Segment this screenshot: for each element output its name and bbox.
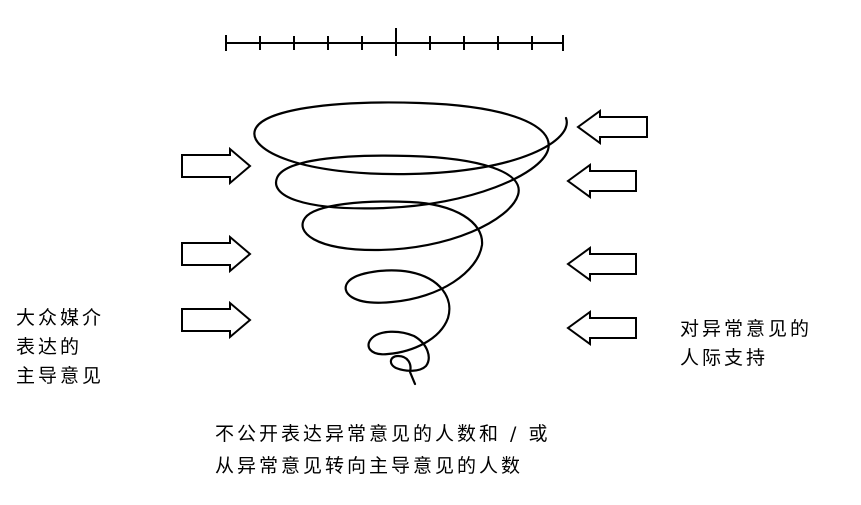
arrow-left-icon (566, 246, 637, 282)
label-line: 主导意见 (16, 365, 105, 387)
silent-minority-count-label: 不公开表达异常意见的人数和 / 或 从异常意见转向主导意见的人数 (215, 418, 550, 482)
arrow-right-icon (181, 146, 252, 186)
arrow-right-icon (181, 300, 252, 340)
mass-media-dominant-opinion-label: 大众媒介 表达的 主导意见 (16, 304, 104, 391)
label-line: 对异常意见的 (680, 318, 813, 340)
label-line: 人际支持 (680, 347, 769, 369)
interpersonal-support-label: 对异常意见的 人际支持 (680, 315, 812, 373)
label-line: 从异常意见转向主导意见的人数 (215, 455, 524, 477)
label-line: 大众媒介 (16, 307, 105, 329)
arrow-left-icon (566, 163, 637, 199)
label-line: 不公开表达异常意见的人数和 / 或 (215, 423, 551, 445)
spiral-icon (253, 101, 568, 386)
label-line: 表达的 (16, 336, 83, 358)
arrow-left-icon (576, 109, 648, 145)
scale-ruler-icon (225, 28, 564, 56)
arrow-right-icon (181, 234, 252, 274)
arrow-left-icon (566, 310, 637, 346)
